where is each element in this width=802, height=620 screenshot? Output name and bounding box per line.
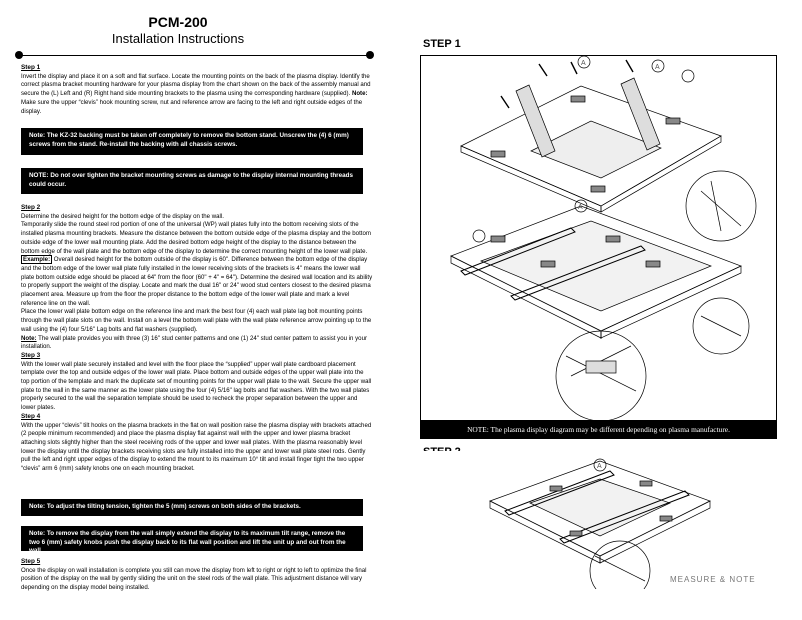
plasma-diagram-note: NOTE: The plasma display diagram may be … [420, 421, 777, 439]
step2-detail-circle [589, 540, 651, 589]
step3-text: With the lower wall plate securely insta… [21, 360, 372, 412]
step2-p2: Temporarily slide the round steel rod po… [21, 221, 373, 308]
wall-plate-upper [460, 227, 576, 276]
note-kz32-backing: Note: The KZ-32 backing must be taken of… [21, 128, 363, 155]
left-bracket [515, 84, 556, 158]
step2-diagram: A MEASURE & NOTE [489, 458, 756, 589]
step2-p3: Place the lower wall plate bottom edge o… [21, 308, 372, 333]
step2-p1: Determine the desired height for the bot… [21, 212, 224, 220]
document-title: PCM-200 [148, 14, 208, 30]
detail-circle-2 [555, 330, 647, 422]
detail-circle-3 [692, 297, 750, 355]
note-over-tighten: NOTE: Do not over tighten the bracket mo… [21, 168, 363, 194]
step4-text: With the upper “clevis” tilt hooks on th… [21, 421, 372, 473]
diagram-step1-label: STEP 1 [423, 38, 461, 50]
step2-p4: Note: The wall plate provides you with t… [21, 335, 373, 352]
step1-diagram: A A A [450, 56, 757, 422]
step5-section: Step 5 Once the display on wall installa… [21, 558, 373, 593]
title-rule [18, 55, 370, 56]
step2-p2a: Temporarily slide the round steel rod po… [21, 221, 371, 255]
step1-text-a: Invert the display and place it on a sof… [21, 72, 371, 98]
step4-heading: Step 4 [21, 412, 41, 420]
step2-p4-text: The wall plate provides you with three (… [21, 334, 367, 351]
note-remove-display: Note: To remove the display from the wal… [21, 526, 363, 554]
measure-note-stamp: MEASURE & NOTE [670, 575, 756, 584]
document-subtitle: Installation Instructions [111, 31, 245, 46]
example-label: Example: [21, 255, 53, 265]
step1-diagram-panel: A A A [420, 55, 777, 422]
callout-a-2: A [655, 64, 660, 71]
step2-diagram-panel: A MEASURE & NOTE [420, 451, 777, 589]
step2-p2b: Overall desired height for the bottom ou… [21, 256, 373, 307]
step3-heading: Step 3 [21, 351, 41, 359]
step1-section: Step 1 Invert the display and place it o… [21, 64, 373, 116]
right-bracket [620, 77, 661, 151]
detail-circle-1 [685, 170, 757, 242]
step1-note-label: Note: [351, 90, 368, 98]
step1-text: Invert the display and place it on a sof… [21, 73, 373, 117]
callout-a-3: A [578, 204, 583, 211]
step5-text: Once the display on wall installation is… [21, 566, 367, 592]
callout-a-1: A [581, 60, 586, 67]
step1-text-b: Make sure the upper “clevis” hook mounti… [21, 98, 363, 115]
step5-heading: Step 5 [21, 558, 41, 565]
rule-dot-right [366, 51, 374, 59]
step2-callout-a: A [597, 463, 602, 470]
step1-heading: Step 1 [21, 64, 41, 71]
step2-note-label: Note: [21, 334, 37, 342]
wall-plate-lower [510, 245, 646, 301]
step2-section: Step 2 Determine the desired height for … [21, 204, 373, 474]
step2-heading: Step 2 [21, 204, 41, 211]
note-tilting-tension: Note: To adjust the tilting tension, tig… [21, 499, 363, 516]
